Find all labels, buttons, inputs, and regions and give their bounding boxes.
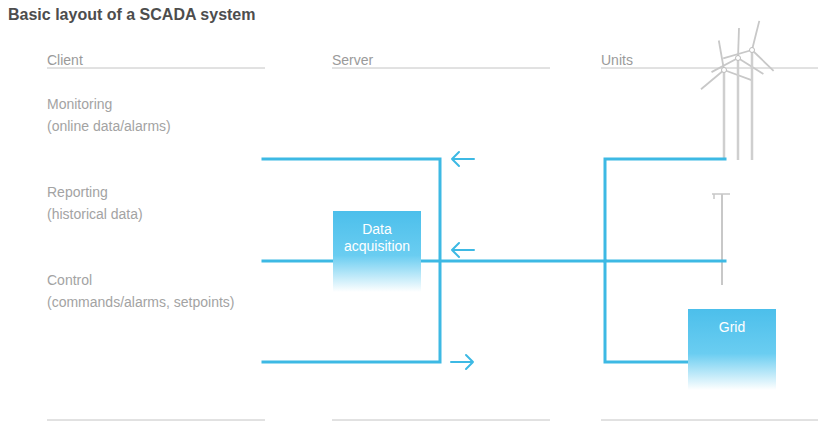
met-mast <box>712 194 730 285</box>
server-box: Data acquisition <box>333 211 421 292</box>
function-label: Monitoring <box>47 95 112 113</box>
function-label: Reporting <box>47 183 108 201</box>
turbine-hub <box>736 56 741 61</box>
reporting-line <box>263 260 333 263</box>
box-text: Data acquisition <box>339 221 415 255</box>
mast-arm <box>712 194 730 199</box>
turbine-blade <box>701 70 724 89</box>
diagram-title: Basic layout of a SCADA system <box>8 5 255 24</box>
turbine-hub <box>750 48 755 53</box>
turbine-tower <box>723 70 726 160</box>
wind-turbines <box>701 21 774 160</box>
column-header: Units <box>601 51 633 69</box>
turbine-hub <box>722 68 727 73</box>
function-label: (online data/alarms) <box>47 117 171 135</box>
footer-rule <box>47 420 818 421</box>
turbine-blade <box>723 50 752 58</box>
turbine-blade <box>738 58 763 74</box>
header-rule <box>47 68 818 69</box>
column-header: Client <box>47 51 83 69</box>
function-label: (commands/alarms, setpoints) <box>47 293 235 311</box>
flow-arrow <box>452 152 474 166</box>
turbine-blade <box>712 58 739 72</box>
function-label: Control <box>47 271 92 289</box>
flow-arrow <box>451 355 473 369</box>
unit-box: Grid <box>688 309 776 390</box>
turbine-tower <box>751 50 754 160</box>
connector <box>421 261 688 362</box>
flow-arrow <box>452 243 474 257</box>
box-text: Grid <box>694 319 770 336</box>
turbine-blade <box>752 21 759 50</box>
turbine-tower <box>737 58 740 160</box>
units-bus <box>605 159 725 261</box>
column-header: Server <box>332 51 373 69</box>
turbine-blade <box>752 50 774 71</box>
function-label: (historical data) <box>47 205 143 223</box>
mast-pole <box>721 194 723 285</box>
server-bus <box>263 159 440 362</box>
